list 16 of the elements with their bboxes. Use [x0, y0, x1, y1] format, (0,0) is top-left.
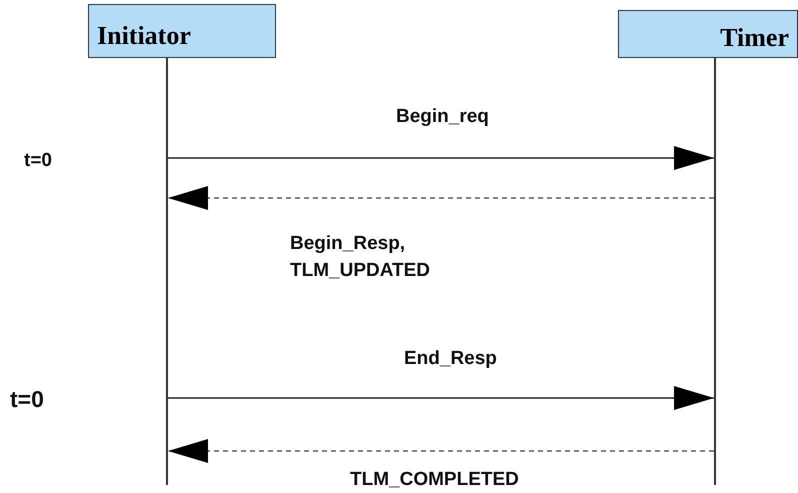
participant-box: [618, 10, 798, 58]
message-label: End_Resp: [404, 347, 497, 371]
message-label: Begin_req: [396, 105, 489, 129]
participant-box: [88, 4, 276, 58]
message-arrow: [168, 439, 714, 463]
time-label: t=0: [10, 386, 44, 413]
lifeline: [166, 58, 168, 485]
participant-name: Initiator: [97, 21, 192, 51]
lifeline: [714, 58, 716, 485]
participant-name: Timer: [720, 23, 790, 53]
message-arrow: [168, 146, 714, 170]
message-arrow: [168, 186, 714, 210]
message-label: TLM_COMPLETED: [350, 468, 519, 492]
message-label: Begin_Resp, TLM_UPDATED: [290, 232, 432, 283]
time-label: t=0: [24, 149, 52, 173]
message-arrow: [168, 386, 714, 410]
